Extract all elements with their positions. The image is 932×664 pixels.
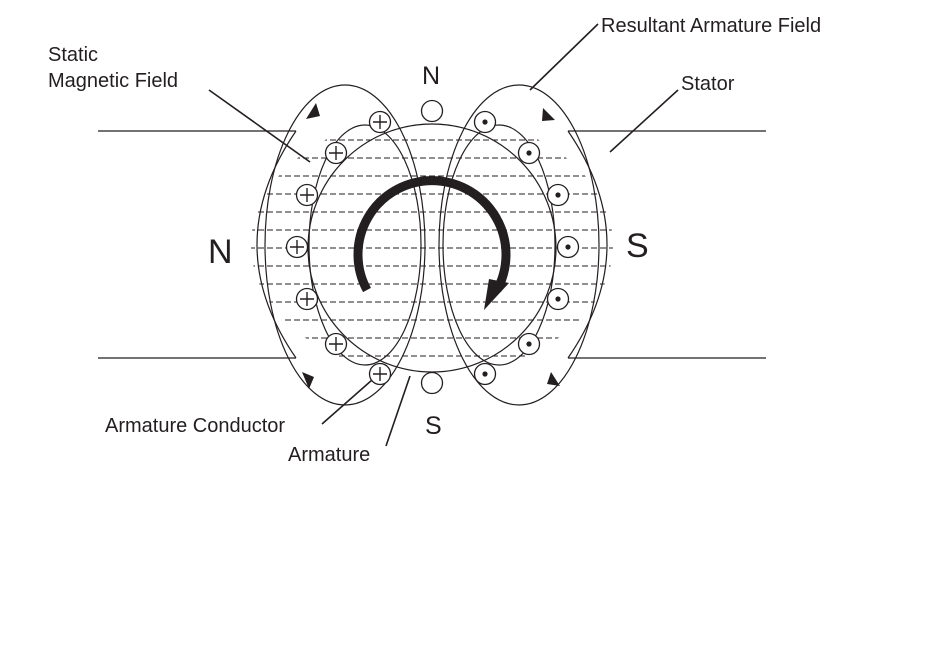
armature-conductor [556, 235, 580, 259]
rotation-arrow [353, 176, 511, 310]
label-static: Static [48, 44, 98, 66]
armature-conductor [517, 332, 541, 356]
stator-south-pole-label: S [626, 227, 649, 265]
field-loop-left-outer [264, 84, 426, 406]
stator-north-pole-label: N [208, 233, 233, 271]
field-loop-right-outer [438, 84, 600, 406]
rotation-arc [353, 176, 511, 293]
armature-conductor [546, 183, 570, 207]
neutral-conductor-bottom [420, 371, 444, 395]
field-arrow-bottom-right [547, 372, 560, 386]
leader-resultant-field [529, 23, 599, 91]
armature-conductor [285, 235, 309, 259]
armature-conductor [517, 141, 541, 165]
armature-conductor [295, 287, 319, 311]
stator-left-pole-face [256, 130, 297, 359]
label-magnetic-field: Magnetic Field [48, 70, 178, 92]
stator-right-pole-face [567, 130, 608, 359]
leader-armature-conductor [321, 379, 373, 425]
armature-north-pole-label: N [422, 62, 440, 90]
leader-static-field [208, 89, 311, 163]
armature-conductor [368, 110, 392, 134]
rotation-arrowhead [484, 279, 509, 310]
armature-south-pole-label: S [425, 412, 442, 440]
armature-conductor [324, 332, 348, 356]
conductors-out-of-page [473, 110, 580, 386]
label-armature: Armature [288, 444, 370, 466]
armature-conductor [295, 183, 319, 207]
field-arrow-top-left [306, 103, 320, 119]
conductors-into-page [285, 110, 392, 386]
field-loop-right-inner [442, 124, 556, 366]
label-stator: Stator [681, 73, 735, 95]
armature-conductor [546, 287, 570, 311]
label-resultant-armature-field: Resultant Armature Field [601, 15, 821, 37]
resultant-armature-field [264, 84, 600, 406]
field-loop-left-inner [308, 124, 422, 366]
field-arrow-top-right [542, 108, 555, 121]
armature-conductor [368, 362, 392, 386]
field-arrow-bottom-left [302, 372, 314, 389]
leader-stator [609, 89, 679, 153]
armature-conductor [324, 141, 348, 165]
stator [98, 130, 766, 359]
armature-conductor [473, 362, 497, 386]
neutral-conductor-top [420, 99, 444, 123]
armature-conductor [473, 110, 497, 134]
label-armature-conductor: Armature Conductor [105, 415, 285, 437]
leader-armature [385, 375, 411, 447]
leader-lines [208, 23, 679, 447]
